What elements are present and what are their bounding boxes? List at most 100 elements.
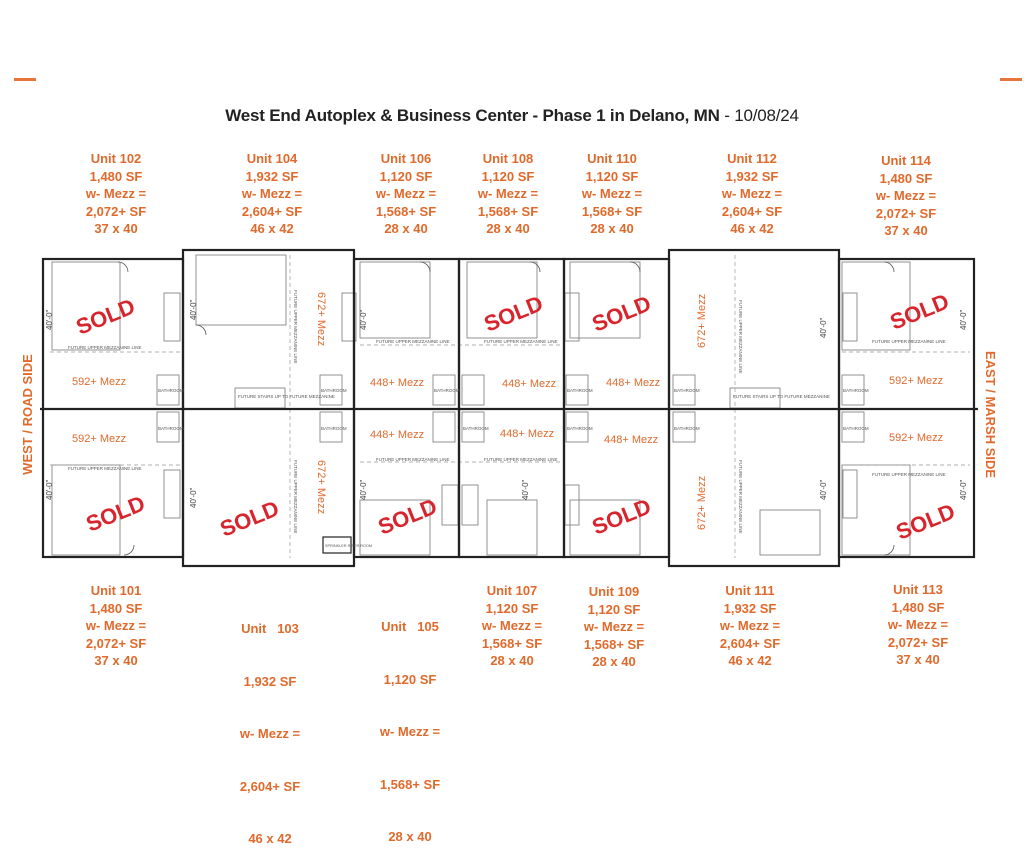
unit-dims: 28 x 40 (384, 221, 428, 236)
bathroom-note: BATHROOM (674, 426, 700, 431)
bathroom-note: BATHROOM (843, 388, 869, 393)
bathroom-note: BATHROOM (463, 426, 489, 431)
unit-label-107: Unit 107 1,120 SF w- Mezz = 1,568+ SF 28… (452, 582, 572, 670)
unit-mezz-label: w- Mezz = (239, 726, 301, 741)
corner-mark-right (1000, 78, 1022, 81)
mezzanine-line-note: FUTURE UPPER MEZZANINE LINE (872, 339, 946, 344)
unit-name: Unit 101 (90, 583, 142, 598)
mezz-label: 592+ Mezz (72, 376, 126, 388)
unit-label-104: Unit 104 1,932 SF w- Mezz = 2,604+ SF 46… (212, 150, 332, 238)
mezz-label: 448+ Mezz (502, 378, 556, 390)
unit-label-114: Unit 114 1,480 SF w- Mezz = 2,072+ SF 37… (846, 152, 966, 240)
unit-dims: 37 x 40 (884, 223, 928, 238)
unit-sf: 1,120 SF (585, 168, 639, 184)
mezzanine-lines (50, 255, 970, 558)
unit-mezz-sf: 2,604+ SF (719, 635, 781, 651)
bathroom-note: BATHROOM (321, 426, 347, 431)
sold-stamp-unit-114: SOLD (887, 289, 953, 335)
unit-name: Unit 103 (241, 621, 299, 636)
corner-mark-left (14, 78, 36, 81)
unit-label-106: Unit 106 1,120 SF w- Mezz = 1,568+ SF 28… (346, 150, 466, 238)
sold-stamp-unit-102: SOLD (73, 294, 139, 340)
bathroom-note: BATHROOM (434, 388, 460, 393)
mezzanine-area-labels: 592+ Mezz 592+ Mezz 448+ Mezz 448+ Mezz … (72, 292, 943, 530)
dim-label: 40'-0" (359, 309, 368, 330)
unit-mezz-sf: 2,604+ SF (721, 203, 783, 219)
sprinkler-room-note: SPRINKLER RISER ROOM (325, 544, 372, 548)
unit-sf: 1,932 SF (725, 168, 779, 184)
dim-label: 40'-0" (189, 299, 198, 320)
unit-mezz-label: w- Mezz = (581, 186, 643, 201)
dimension-labels: 40'-0" 40'-0" 40'-0" 40'-0" 40'-0" 40'-0… (45, 299, 968, 508)
bathroom-note: BATHROOM (158, 426, 184, 431)
mezz-label: 672+ Mezz (315, 460, 327, 514)
mezz-label: 448+ Mezz (500, 428, 554, 440)
mezzanine-line-note: FUTURE UPPER MEZZANINE LINE (68, 466, 142, 471)
unit-mezz-sf: 1,568+ SF (581, 203, 643, 219)
mezz-label: 592+ Mezz (889, 432, 943, 444)
stair-note: FUTURE STAIRS UP TO FUTURE MEZZANINE (733, 394, 830, 399)
unit-dims: 46 x 42 (728, 653, 772, 668)
sold-stamp-unit-105: SOLD (375, 494, 441, 540)
mezz-label: 448+ Mezz (606, 377, 660, 389)
unit-mezz-sf: 2,072+ SF (85, 635, 147, 651)
unit-mezz-label: w- Mezz = (241, 186, 303, 201)
unit-label-108: Unit 108 1,120 SF w- Mezz = 1,568+ SF 28… (448, 150, 568, 238)
unit-name: Unit 106 (380, 151, 432, 166)
mezzanine-line-note: FUTURE UPPER MEZZANINE LINE (738, 300, 743, 374)
mezz-label: 448+ Mezz (604, 434, 658, 446)
dim-label: 40'-0" (819, 317, 828, 338)
unit-label-109: Unit 109 1,120 SF w- Mezz = 1,568+ SF 28… (554, 583, 674, 671)
mezz-label: 448+ Mezz (370, 377, 424, 389)
mezzanine-line-note: FUTURE UPPER MEZZANINE LINE (484, 457, 558, 462)
unit-dims: 37 x 40 (896, 652, 940, 667)
mezz-label: 592+ Mezz (889, 375, 943, 387)
unit-dims: 37 x 40 (94, 653, 138, 668)
mezzanine-line-note: FUTURE UPPER MEZZANINE LINE (293, 290, 298, 364)
unit-name: Unit 102 (90, 151, 142, 166)
unit-label-110: Unit 110 1,120 SF w- Mezz = 1,568+ SF 28… (552, 150, 672, 238)
unit-name: Unit 109 (588, 584, 640, 599)
annotation-notes: FUTURE UPPER MEZZANINE LINE FUTURE UPPER… (68, 290, 946, 548)
unit-dims: 46 x 42 (730, 221, 774, 236)
unit-dims: 46 x 42 (248, 831, 292, 846)
unit-mezz-sf: 1,568+ SF (379, 776, 441, 792)
unit-sf: 1,120 SF (379, 168, 433, 184)
mezzanine-line-note: FUTURE UPPER MEZZANINE LINE (738, 460, 743, 534)
sold-stamp-unit-110: SOLD (589, 291, 655, 337)
unit-dims: 28 x 40 (590, 221, 634, 236)
unit-dims: 28 x 40 (592, 654, 636, 669)
unit-dims: 28 x 40 (388, 829, 432, 844)
unit-label-102: Unit 102 1,480 SF w- Mezz = 2,072+ SF 37… (56, 150, 176, 238)
unit-mezz-sf: 1,568+ SF (375, 203, 437, 219)
mezzanine-line-note: FUTURE UPPER MEZZANINE LINE (872, 472, 946, 477)
stair-note: FUTURE STAIRS UP TO FUTURE MEZZANINE (238, 394, 335, 399)
mezz-label: 672+ Mezz (696, 476, 708, 530)
unit-mezz-label: w- Mezz = (85, 618, 147, 633)
unit-mezz-sf: 2,072+ SF (875, 205, 937, 221)
unit-mezz-sf: 1,568+ SF (583, 636, 645, 652)
dim-label: 40'-0" (521, 479, 530, 500)
unit-mezz-sf: 2,604+ SF (239, 778, 301, 794)
unit-mezz-label: w- Mezz = (721, 186, 783, 201)
unit-dims: 46 x 42 (250, 221, 294, 236)
unit-mezz-label: w- Mezz = (583, 619, 645, 634)
unit-mezz-label: w- Mezz = (887, 617, 949, 632)
bathroom-note: BATHROOM (843, 426, 869, 431)
dim-label: 40'-0" (45, 309, 54, 330)
unit-dims: 28 x 40 (490, 653, 534, 668)
title-text: West End Autoplex & Business Center - Ph… (225, 106, 720, 125)
bathroom-note: BATHROOM (567, 388, 593, 393)
dim-label: 40'-0" (189, 487, 198, 508)
unit-name: Unit 111 (725, 583, 775, 598)
unit-sf: 1,120 SF (485, 600, 539, 616)
page-title: West End Autoplex & Business Center - Ph… (0, 106, 1024, 126)
bathroom-note: BATHROOM (567, 426, 593, 431)
mezz-label: 672+ Mezz (696, 294, 708, 348)
title-date: - 10/08/24 (724, 106, 799, 125)
unit-sf: 1,932 SF (245, 168, 299, 184)
mezzanine-line-note: FUTURE UPPER MEZZANINE LINE (376, 339, 450, 344)
unit-mezz-label: w- Mezz = (719, 618, 781, 633)
unit-mezz-label: w- Mezz = (85, 186, 147, 201)
unit-sf: 1,120 SF (587, 601, 641, 617)
